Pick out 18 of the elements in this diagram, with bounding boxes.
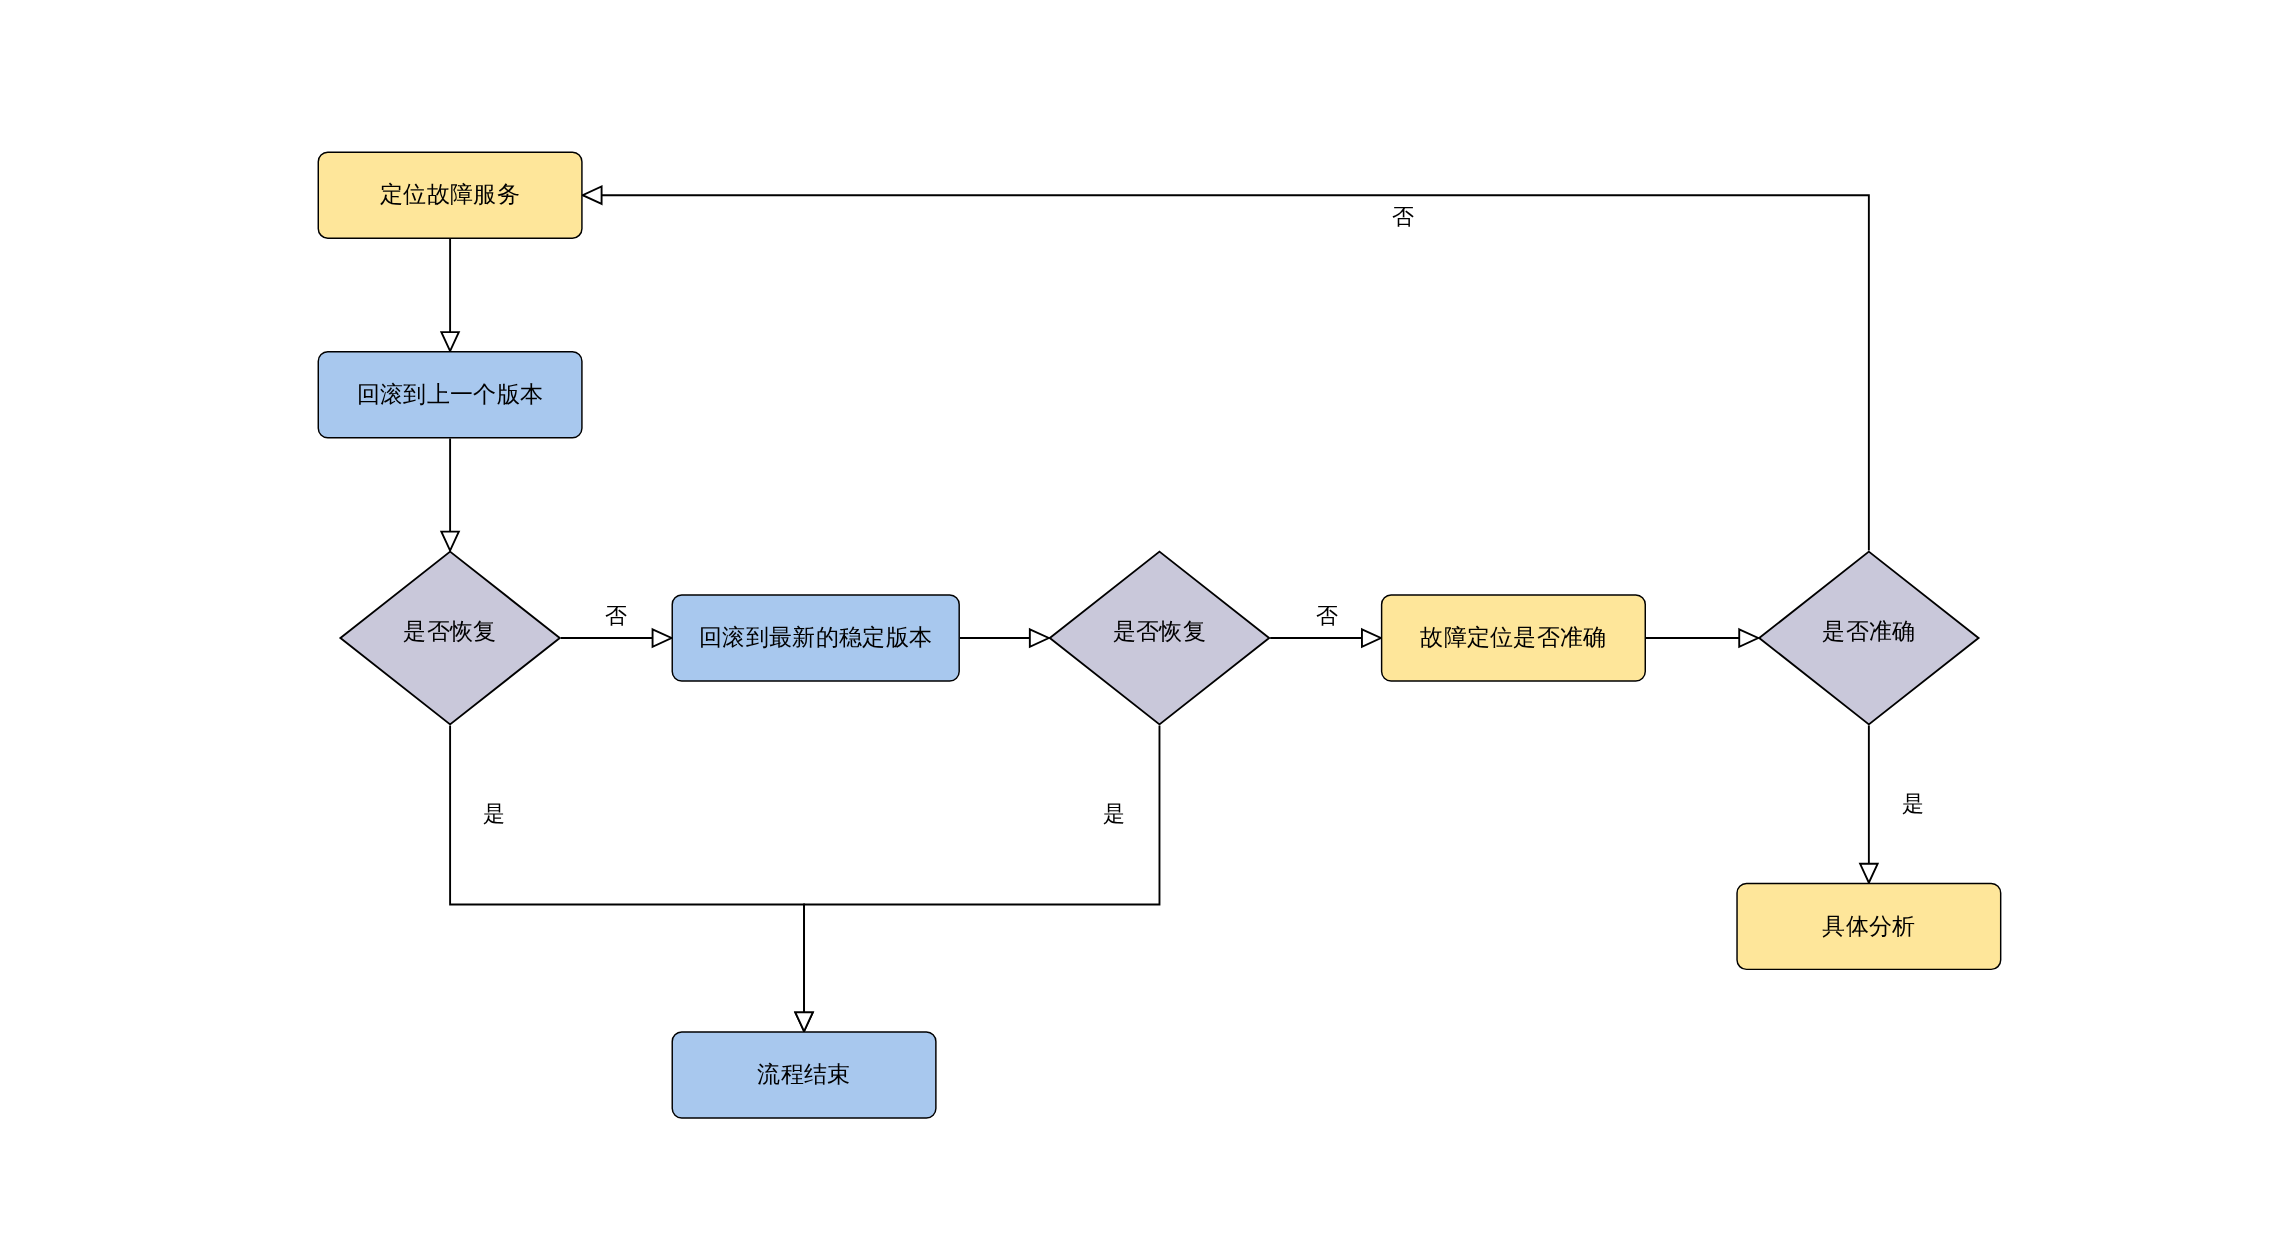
arrow bbox=[1859, 724, 1879, 884]
process-box: 定位故障服务 bbox=[317, 151, 583, 239]
process-box: 回滚到上一个版本 bbox=[317, 351, 583, 439]
decision-diamond: 是否恢复 bbox=[339, 550, 561, 726]
arrow bbox=[440, 437, 460, 552]
arrow bbox=[958, 628, 1050, 648]
arrow bbox=[581, 185, 1870, 552]
arrow bbox=[440, 237, 460, 352]
arrow bbox=[1645, 628, 1760, 648]
decision-diamond: 是否准确 bbox=[1758, 550, 1980, 726]
process-box: 回滚到最新的稳定版本 bbox=[671, 594, 960, 682]
process-box: 具体分析 bbox=[1736, 882, 2002, 971]
arrow bbox=[794, 724, 1161, 1033]
arrow bbox=[559, 628, 673, 648]
process-box: 流程结束 bbox=[671, 1031, 937, 1119]
process-box: 故障定位是否准确 bbox=[1380, 594, 1646, 682]
decision-diamond: 是否恢复 bbox=[1048, 550, 1271, 726]
arrow bbox=[1269, 628, 1382, 648]
